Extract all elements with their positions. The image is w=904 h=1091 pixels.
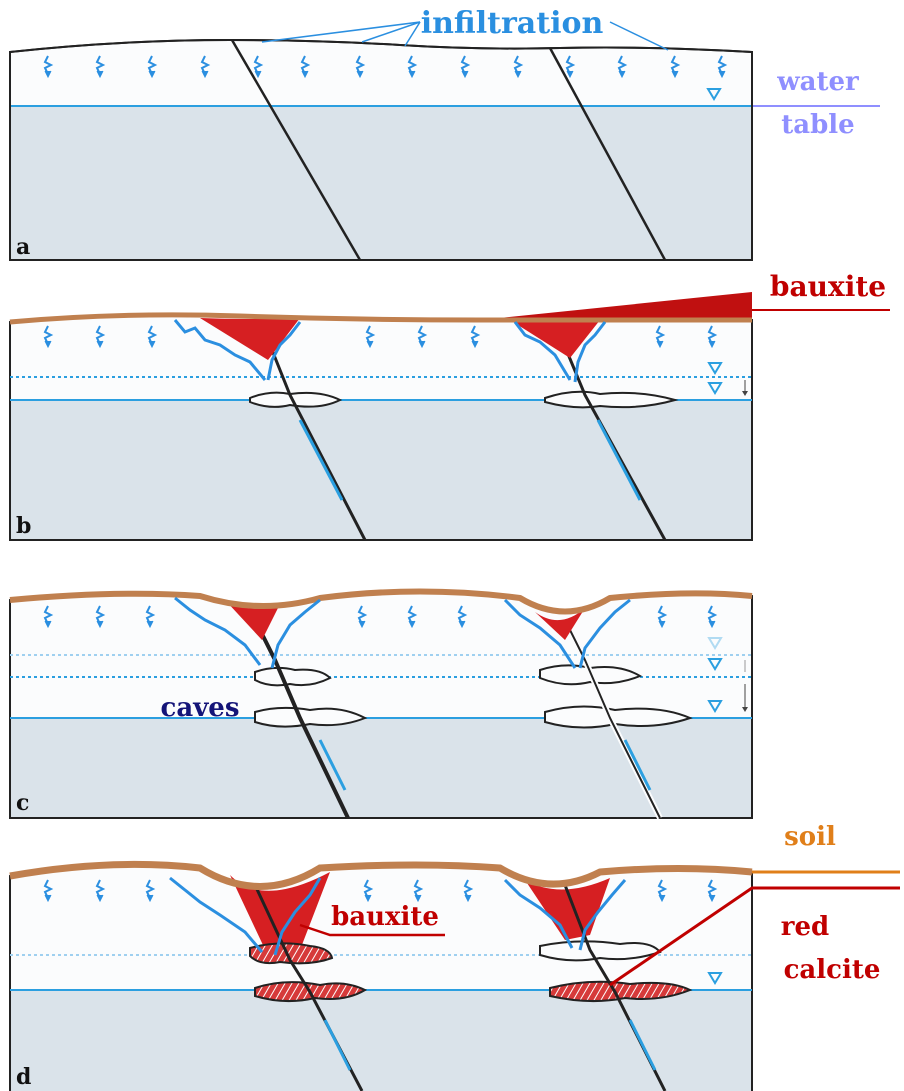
infiltration-leader-lines <box>261 21 669 51</box>
panel-d-label: d <box>16 1064 31 1090</box>
bauxite-label-b: bauxite <box>770 270 886 303</box>
soil-label: soil <box>784 822 836 852</box>
calcite-label: calcite <box>784 955 881 985</box>
panel-a-label: a <box>16 234 30 260</box>
bauxite-label-d: bauxite <box>331 902 439 932</box>
panel-c: caves c <box>9 588 753 820</box>
table-label: table <box>781 110 854 140</box>
water-label: water <box>776 67 859 97</box>
panel-c-label: c <box>16 790 29 816</box>
panel-b: bauxite b <box>9 270 890 541</box>
panel-d: bauxite soil red calcite d <box>9 822 900 1091</box>
panel-a: infiltration water table a <box>9 6 880 261</box>
caves-label: caves <box>161 693 240 723</box>
red-label: red <box>781 912 829 942</box>
panel-b-label: b <box>16 513 31 539</box>
infiltration-label: infiltration <box>421 6 604 41</box>
